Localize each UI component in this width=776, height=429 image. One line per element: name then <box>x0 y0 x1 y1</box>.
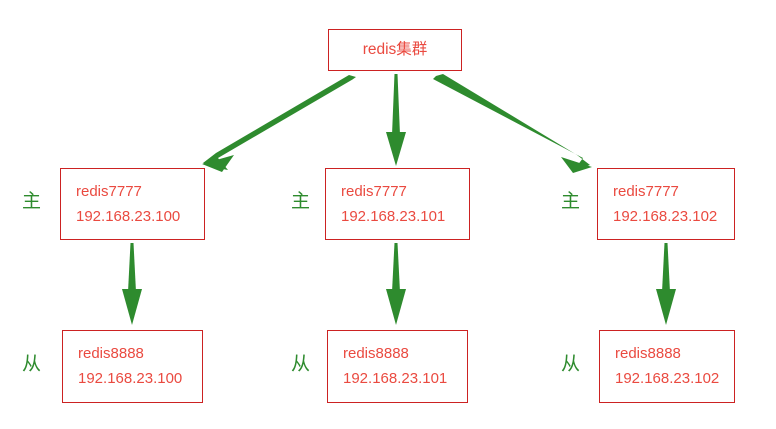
slave-service-3: redis8888 <box>615 345 681 363</box>
slave-service-2: redis8888 <box>343 345 409 363</box>
arrow-master-1-to-slave-1 <box>128 243 136 292</box>
arrow-head-root-to-master-1 <box>202 155 234 172</box>
slave-ip-2: 192.168.23.101 <box>343 370 448 387</box>
cluster-root-label: redis集群 <box>362 40 428 58</box>
slave-ip-1: 192.168.23.100 <box>78 370 183 387</box>
arrow-root-to-master-2 <box>392 74 400 135</box>
master-service-3: redis7777 <box>613 182 679 200</box>
slave-service-1: redis8888 <box>78 345 144 363</box>
role-label-master-1: 主 <box>22 190 42 212</box>
arrow-master-2-to-slave-2 <box>392 243 400 292</box>
cluster-root-box[interactable]: redis集群 <box>328 29 462 71</box>
arrow-root-to-master-3 <box>433 74 590 170</box>
master-ip-1: 192.168.23.100 <box>76 207 181 225</box>
arrow-head-master-1-to-slave-1 <box>122 289 142 325</box>
role-label-master-3: 主 <box>561 190 581 212</box>
master-ip-3: 192.168.23.102 <box>613 207 718 225</box>
arrow-head-root-to-master-2 <box>386 132 406 166</box>
role-label-slave-2: 从 <box>291 353 311 375</box>
arrow-head-master-3-to-slave-3 <box>656 289 676 325</box>
master-ip-2: 192.168.23.101 <box>341 207 446 225</box>
arrow-master-3-to-slave-3 <box>662 243 670 292</box>
role-label-slave-3: 从 <box>561 353 581 375</box>
master-service-2: redis7777 <box>341 182 407 200</box>
arrow-head-master-2-to-slave-2 <box>386 289 406 325</box>
slave-node-box-2[interactable]: redis8888 192.168.23.101 <box>327 330 468 403</box>
slave-ip-3: 192.168.23.102 <box>615 370 720 387</box>
role-label-master-2: 主 <box>291 190 311 212</box>
arrow-head-root-to-master-3 <box>561 157 592 173</box>
master-node-box-1[interactable]: redis7777 192.168.23.100 <box>60 168 205 240</box>
arrow-root-to-master-1 <box>203 75 356 170</box>
slave-node-box-3[interactable]: redis8888 192.168.23.102 <box>599 330 735 403</box>
master-node-box-3[interactable]: redis7777 192.168.23.102 <box>597 168 735 240</box>
role-label-slave-1: 从 <box>22 353 42 375</box>
slave-node-box-1[interactable]: redis8888 192.168.23.100 <box>62 330 203 403</box>
master-service-1: redis7777 <box>76 182 142 200</box>
master-node-box-2[interactable]: redis7777 192.168.23.101 <box>325 168 470 240</box>
